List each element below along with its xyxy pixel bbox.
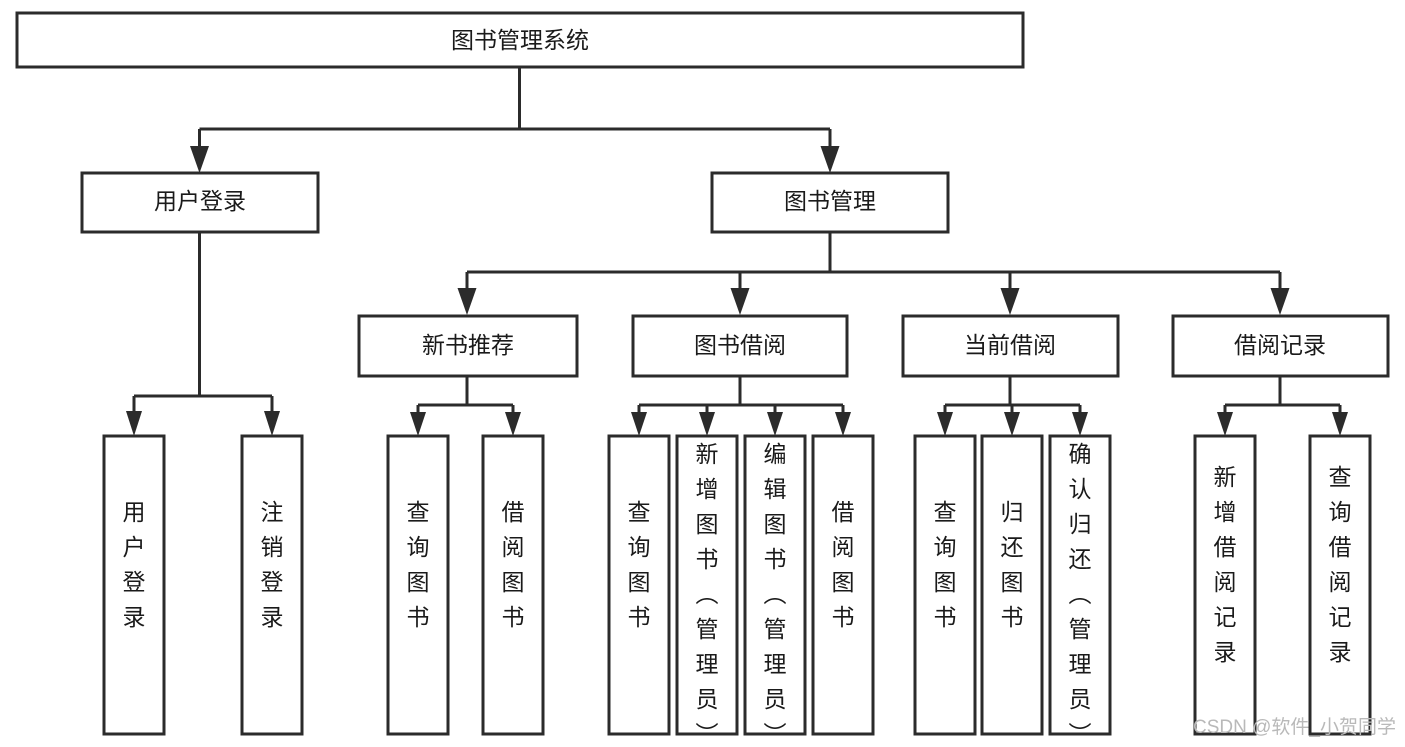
node-new-book-recommend[interactable]: 新书推荐 [357, 314, 579, 378]
leaf-query-book-1-box[interactable] [386, 434, 450, 736]
leaf-confirm-return-box[interactable] [1048, 434, 1112, 736]
node-current-borrow-box[interactable] [901, 314, 1120, 378]
node-book-borrow[interactable]: 图书借阅 [631, 314, 849, 378]
arrowhead-borrow-record [1270, 288, 1290, 315]
leaf-query-book-1-label: 查询图书 [407, 499, 430, 630]
node-borrow-record-box[interactable] [1171, 314, 1390, 378]
leaf-query-book-3-label: 查询图书 [934, 499, 957, 630]
leaf-add-record-label: 新增借阅记录 [1214, 464, 1237, 665]
arrowhead-book-management [820, 146, 840, 173]
leaf-borrow-book-2-label: 借阅图书 [832, 499, 855, 630]
leaf-node-query-book-2[interactable]: 查询图书 [607, 434, 671, 736]
leaf-node-query-book-3[interactable]: 查询图书 [913, 434, 977, 736]
node-borrow-record[interactable]: 借阅记录 [1171, 314, 1390, 378]
leaf-query-record-label: 查询借阅记录 [1329, 464, 1352, 665]
arrowhead-leaf-borrow-book-1 [505, 412, 521, 436]
leaf-node-query-record[interactable]: 查询借阅记录 [1308, 434, 1372, 736]
leaf-node-user-login[interactable]: 用户登录 [102, 434, 166, 736]
leaf-add-book-label: 新增图书︵管理员︶ [696, 441, 719, 747]
arrowhead-current-borrow [1000, 288, 1020, 315]
connector-group-root [190, 67, 840, 173]
arrowhead-leaf-query-book-1 [410, 412, 426, 436]
leaf-logout-login-box[interactable] [240, 434, 304, 736]
arrowhead-leaf-logout-login [264, 411, 280, 436]
node-book-borrow-label: 图书借阅 [694, 332, 786, 358]
leaf-node-add-record[interactable]: 新增借阅记录 [1193, 434, 1257, 736]
leaf-node-add-book[interactable]: 新增图书︵管理员︶ [675, 434, 739, 747]
node-current-borrow[interactable]: 当前借阅 [901, 314, 1120, 378]
node-root[interactable]: 图书管理系统 [15, 11, 1025, 69]
node-book-management[interactable]: 图书管理 [710, 171, 950, 234]
connector-group-current-borrow [937, 376, 1088, 436]
leaf-user-login-box[interactable] [102, 434, 166, 736]
connector-group-user-login [126, 232, 280, 436]
leaf-return-book-box[interactable] [980, 434, 1044, 736]
leaf-return-book-label: 归还图书 [1001, 499, 1024, 630]
arrowhead-leaf-edit-book [767, 412, 783, 436]
arrowhead-new-book-recommend [457, 288, 477, 315]
leaf-node-edit-book[interactable]: 编辑图书︵管理员︶ [743, 434, 807, 747]
arrowhead-leaf-query-book-2 [631, 412, 647, 436]
connector-group-new-book-recommend [410, 376, 521, 436]
arrowhead-leaf-borrow-book-2 [835, 412, 851, 436]
connector-group-borrow-record [1217, 376, 1348, 436]
node-current-borrow-label: 当前借阅 [964, 332, 1056, 358]
leaf-add-record-box[interactable] [1193, 434, 1257, 736]
leaf-confirm-return-label: 确认归还︵管理员︶ [1069, 441, 1092, 747]
node-book-management-label: 图书管理 [784, 188, 876, 214]
leaf-edit-book-label: 编辑图书︵管理员︶ [764, 441, 787, 747]
arrowhead-leaf-confirm-return [1072, 412, 1088, 436]
watermark-label: CSDN @软件_小贺同学 [1193, 716, 1396, 738]
arrowhead-book-borrow [730, 288, 750, 315]
leaf-node-logout-login[interactable]: 注销登录 [240, 434, 304, 736]
node-new-book-recommend-box[interactable] [357, 314, 579, 378]
node-root-box[interactable] [15, 11, 1025, 69]
arrowhead-leaf-add-record [1217, 412, 1233, 436]
leaf-logout-login-label: 注销登录 [261, 499, 284, 630]
leaf-query-book-3-box[interactable] [913, 434, 977, 736]
leaf-node-borrow-book-2[interactable]: 借阅图书 [811, 434, 875, 736]
node-borrow-record-label: 借阅记录 [1234, 332, 1326, 358]
arrowhead-leaf-add-book [699, 412, 715, 436]
connector-group-book-borrow [631, 376, 851, 436]
leaf-borrow-book-1-box[interactable] [481, 434, 545, 736]
node-user-login[interactable]: 用户登录 [80, 171, 320, 234]
leaf-query-book-2-label: 查询图书 [628, 499, 651, 630]
leaf-user-login-label: 用户登录 [123, 499, 146, 630]
node-new-book-recommend-label: 新书推荐 [422, 332, 514, 358]
leaf-node-query-book-1[interactable]: 查询图书 [386, 434, 450, 736]
node-user-login-box[interactable] [80, 171, 320, 234]
leaf-query-book-2-box[interactable] [607, 434, 671, 736]
node-book-borrow-box[interactable] [631, 314, 849, 378]
connector-group-book-management [457, 232, 1290, 315]
node-book-management-box[interactable] [710, 171, 950, 234]
leaf-borrow-book-1-label: 借阅图书 [502, 499, 525, 630]
arrowhead-leaf-user-login [126, 411, 142, 436]
leaf-borrow-book-2-box[interactable] [811, 434, 875, 736]
leaf-edit-book-box[interactable] [743, 434, 807, 736]
leaf-add-book-box[interactable] [675, 434, 739, 736]
leaf-node-return-book[interactable]: 归还图书 [980, 434, 1044, 736]
arrowhead-leaf-query-book-3 [937, 412, 953, 436]
leaf-node-confirm-return[interactable]: 确认归还︵管理员︶ [1048, 434, 1112, 747]
node-root-label: 图书管理系统 [451, 27, 589, 53]
leaf-node-borrow-book-1[interactable]: 借阅图书 [481, 434, 545, 736]
leaf-query-record-box[interactable] [1308, 434, 1372, 736]
arrowhead-leaf-query-record [1332, 412, 1348, 436]
node-user-login-label: 用户登录 [154, 188, 246, 214]
arrowhead-leaf-return-book [1004, 412, 1020, 436]
arrowhead-user-login [190, 146, 209, 173]
